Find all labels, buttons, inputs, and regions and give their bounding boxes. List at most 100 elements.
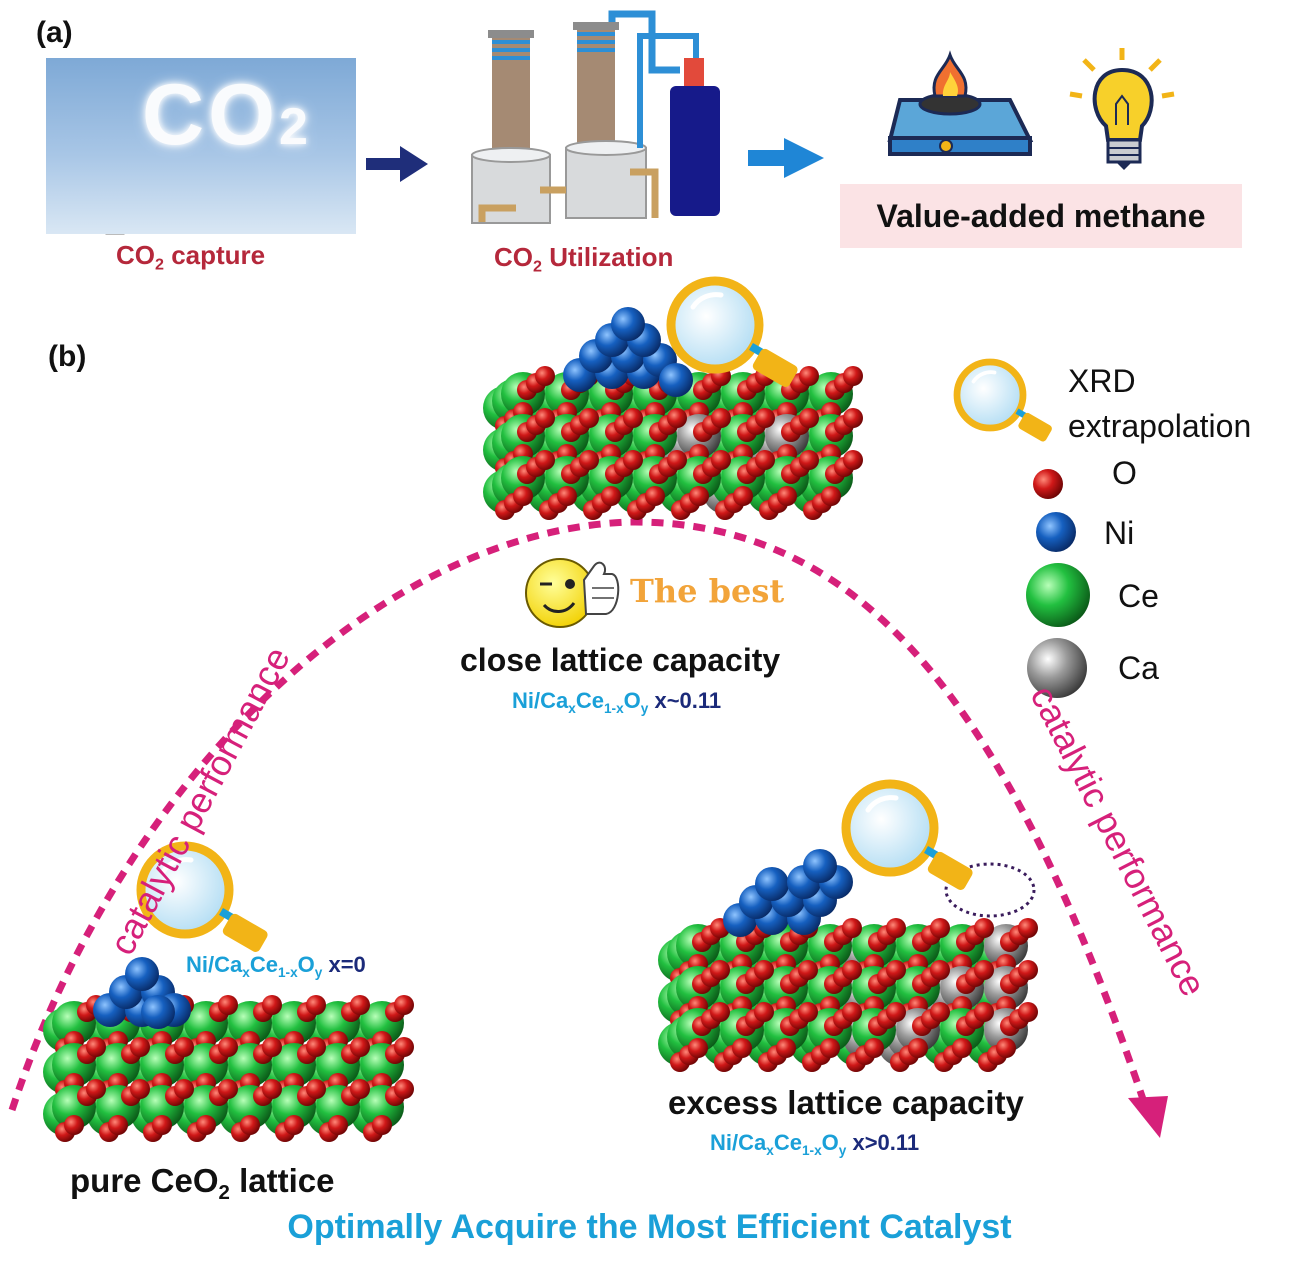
nickel-atom [611, 307, 645, 341]
excess-lattice-title: excess lattice capacity [668, 1084, 1024, 1121]
panel-label-a: (a) [36, 16, 73, 49]
oxygen-atom [886, 918, 906, 938]
oxygen-atom [86, 1037, 106, 1057]
oxygen-atom [930, 918, 950, 938]
oxygen-atom [996, 1038, 1016, 1058]
ca-segregation-highlight [944, 862, 1036, 918]
excess-lattice-formula: Ni/CaxCe1-xOy x>0.11 [710, 1130, 920, 1158]
oxygen-atom [350, 995, 370, 1015]
the-best-badge: The best [630, 572, 785, 610]
methane-label: Value-added methane [876, 198, 1206, 234]
oxygen-atom [798, 1002, 818, 1022]
oxygen-atom [821, 486, 841, 506]
oxygen-atom [755, 408, 775, 428]
oxygen-atom [306, 1079, 326, 1099]
oxygen-atom [710, 960, 730, 980]
legend-ce-atom [1026, 563, 1090, 627]
oxygen-atom [579, 408, 599, 428]
oxygen-atom [711, 408, 731, 428]
legend-xrd-line2: extrapolation [1068, 408, 1252, 444]
oxygen-atom [372, 1115, 392, 1135]
oxygen-atom [240, 1115, 260, 1135]
nickel-atom [803, 849, 837, 883]
legend-ce-label: Ce [1118, 578, 1159, 614]
oxygen-atom [152, 1115, 172, 1135]
oxygen-atom [974, 1002, 994, 1022]
oxygen-atom [733, 486, 753, 506]
oxygen-atom [843, 366, 863, 386]
magnifier-icon [957, 362, 1053, 443]
oxygen-atom [174, 1037, 194, 1057]
methane-box: Value-added methane [840, 184, 1242, 248]
oxygen-atom [535, 366, 555, 386]
oxygen-atom [710, 1002, 730, 1022]
oxygen-atom [535, 450, 555, 470]
pure-lattice-formula: Ni/CaxCe1-xOy x=0 [186, 952, 366, 980]
oxygen-atom [776, 1038, 796, 1058]
oxygen-atom [262, 995, 282, 1015]
oxygen-atom [1018, 1002, 1038, 1022]
oxygen-atom [196, 1115, 216, 1135]
oxygen-atom [711, 450, 731, 470]
curve-arrowhead [1128, 1096, 1168, 1138]
oxygen-atom [328, 1115, 348, 1135]
oxygen-atom [535, 408, 555, 428]
arrow-capture-to-utilization [366, 146, 428, 182]
oxygen-atom [174, 1079, 194, 1099]
oxygen-atom [130, 1037, 150, 1057]
oxygen-atom [218, 1079, 238, 1099]
oxygen-atom [667, 450, 687, 470]
oxygen-atom [908, 1038, 928, 1058]
oxygen-atom [306, 995, 326, 1015]
lattice-pure-ceo2 [43, 957, 414, 1142]
legend-ca-label: Ca [1118, 650, 1159, 686]
panel-label-b: (b) [48, 340, 87, 373]
oxygen-atom [623, 450, 643, 470]
nickel-atom [141, 995, 175, 1029]
lattice-excess-capacity [658, 849, 1038, 1072]
oxygen-atom [820, 1038, 840, 1058]
legend-xrd-line1: XRD [1068, 363, 1136, 399]
co2-utilization-label: CO2 Utilization [494, 242, 674, 276]
oxygen-atom [350, 1079, 370, 1099]
oxygen-atom [974, 960, 994, 980]
pure-lattice-title: pure CeO2 lattice [70, 1162, 335, 1205]
nickel-atom [755, 867, 789, 901]
close-lattice-formula: Ni/CaxCe1-xOy x~0.11 [512, 688, 722, 716]
legend-ni-atom [1036, 512, 1076, 552]
gas-stove-icon [887, 50, 1034, 156]
oxygen-atom [218, 1037, 238, 1057]
sky-co2-cloud-text: CO2 [142, 67, 312, 163]
oxygen-atom [1018, 918, 1038, 938]
oxygen-atom [645, 486, 665, 506]
light-bulb-icon [1069, 48, 1175, 170]
legend-ca-atom [1027, 638, 1087, 698]
oxygen-atom [754, 960, 774, 980]
oxygen-atom [601, 486, 621, 506]
oxygen-atom [864, 1038, 884, 1058]
oxygen-atom [799, 366, 819, 386]
oxygen-atom [394, 1037, 414, 1057]
oxygen-atom [843, 408, 863, 428]
oxygen-atom [262, 1079, 282, 1099]
oxygen-atom [886, 960, 906, 980]
oxygen-atom [689, 486, 709, 506]
co2-capture-label: CO2 capture [116, 240, 266, 274]
oxygen-atom [974, 918, 994, 938]
oxygen-atom [952, 1038, 972, 1058]
oxygen-atom [886, 1002, 906, 1022]
lattice-close-capacity [483, 307, 863, 520]
arrow-utilization-to-methane [748, 138, 824, 178]
co2-plant-icon [471, 10, 720, 224]
oxygen-atom [262, 1037, 282, 1057]
oxygen-atom [306, 1037, 326, 1057]
oxygen-atom [284, 1115, 304, 1135]
oxygen-atom [732, 1038, 752, 1058]
legend-ni-label: Ni [1104, 515, 1135, 551]
co2-sky-image: CO2 [46, 58, 356, 234]
legend-o-atom [1033, 469, 1063, 499]
oxygen-atom [513, 486, 533, 506]
magnifier-icon [846, 784, 974, 892]
close-lattice-title: close lattice capacity [460, 642, 781, 678]
oxygen-atom [130, 1079, 150, 1099]
